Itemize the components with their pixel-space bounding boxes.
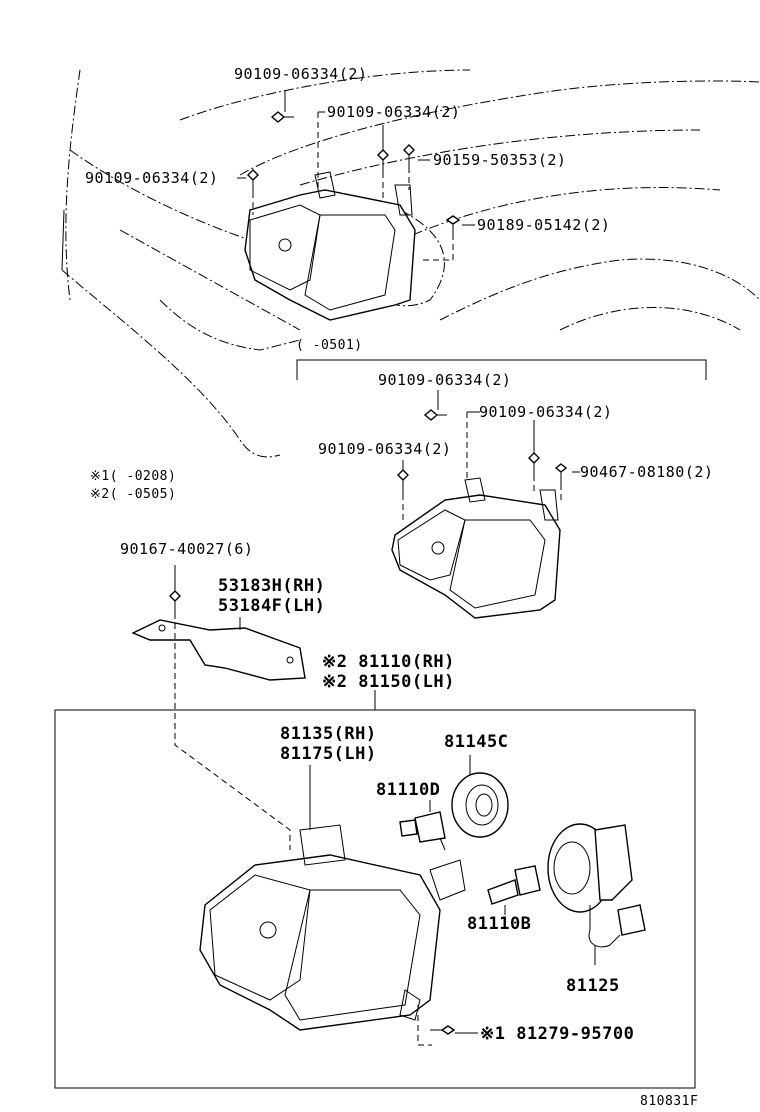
part-label: 90109-06334(2) [234,65,368,83]
headlamp-middle [391,477,561,619]
part-label: 90159-50353(2) [433,151,567,169]
figure-code: 810831F [640,1094,699,1109]
mounting-bracket [131,565,306,850]
note-label: ※2( -0505) [90,487,177,502]
part-label: 81110D [376,780,441,800]
part-label: 53184F(LH) [218,596,326,616]
part-label: 90467-08180(2) [580,463,714,481]
part-label: 90109-06334(2) [327,103,461,121]
part-label: 90189-05142(2) [477,216,611,234]
part-label: ※2 81110(RH) [322,652,455,672]
fasteners-middle [397,409,568,494]
unit-frame [54,709,696,1089]
igniter-81125-drawing [547,823,646,965]
headlamp-top [244,171,416,321]
part-label: 53183H(RH) [218,576,326,596]
part-label: 81135(RH) [280,724,377,744]
part-label: 81110B [467,914,532,934]
headlamp-unit [199,824,466,1031]
part-label: 90109-06334(2) [85,169,219,187]
part-label: 90109-06334(2) [479,403,613,421]
note-label: ※1( -0208) [90,469,177,484]
part-label: 90109-06334(2) [318,440,452,458]
fasteners-top [247,111,461,234]
part-label: 81145C [444,732,509,752]
cover-81145c-drawing [451,755,509,838]
part-label: ※1 81279-95700 [480,1024,635,1044]
part-label: 90109-06334(2) [378,371,512,389]
bulb-81110d-drawing [399,800,446,851]
part-label: 81175(LH) [280,744,377,764]
part-label: 81125 [566,976,620,996]
adjuster-screw-drawing [417,1005,478,1046]
range-bracket [296,359,707,380]
part-label: 90167-40027(6) [120,540,254,558]
leader-lines-top [237,90,475,261]
part-label: ※2 81150(LH) [322,672,455,692]
bulb-81110b-drawing [487,865,541,915]
range-label: ( -0501) [296,338,363,353]
leader-lines-middle [402,390,580,520]
